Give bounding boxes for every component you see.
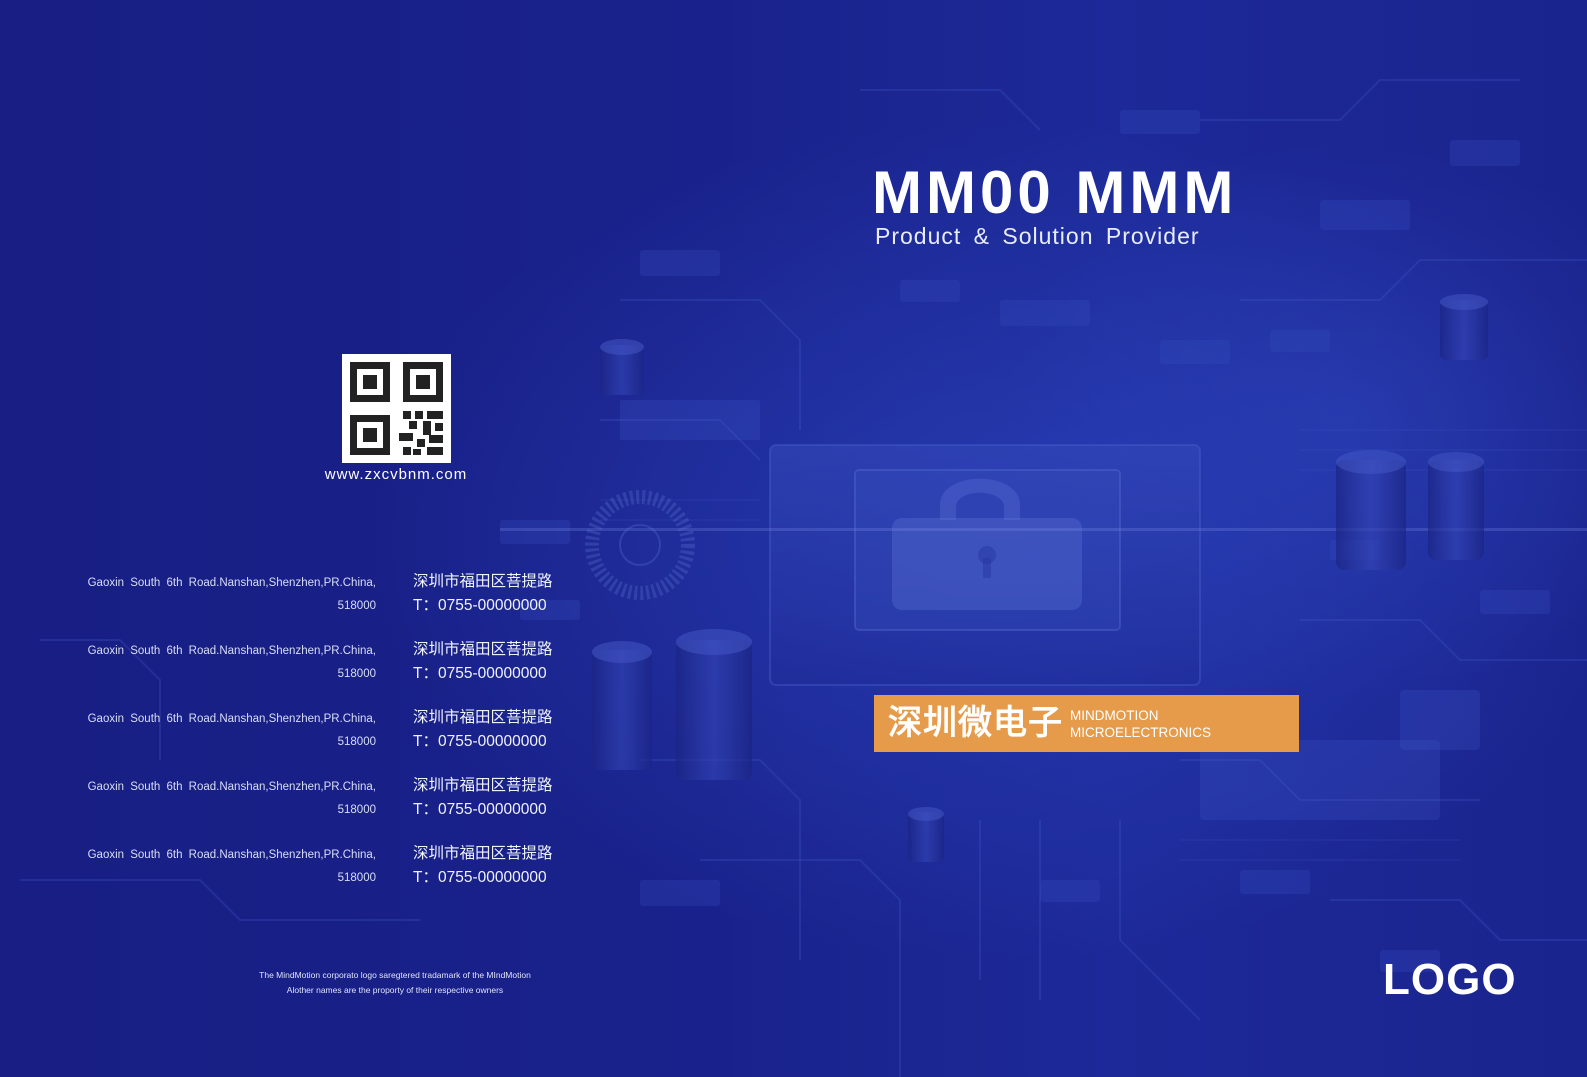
address-english-line: Gaoxin South 6th Road.Nanshan,Shenzhen,P… xyxy=(87,781,376,793)
logo: LOGO xyxy=(1383,955,1517,1004)
address-english-line: Gaoxin South 6th Road.Nanshan,Shenzhen,P… xyxy=(87,713,376,725)
company-name-chinese: 深圳微电子 xyxy=(888,704,1063,742)
address-english: Gaoxin South 6th Road.Nanshan,Shenzhen,P… xyxy=(60,572,376,618)
address-chinese-line: 深圳市福田区菩提路 xyxy=(413,573,553,590)
address-chinese-line: 深圳市福田区菩提路 xyxy=(413,777,553,794)
address-phone: T：0755-00000000 xyxy=(413,665,547,682)
address-item: Gaoxin South 6th Road.Nanshan,Shenzhen,P… xyxy=(0,844,600,894)
address-phone: T：0755-00000000 xyxy=(413,733,547,750)
website-link[interactable]: www.zxcvbnm.com xyxy=(324,466,468,483)
address-english-line: Gaoxin South 6th Road.Nanshan,Shenzhen,P… xyxy=(87,577,376,589)
address-chinese: 深圳市福田区菩提路 T：0755-00000000 xyxy=(413,774,553,822)
address-english: Gaoxin South 6th Road.Nanshan,Shenzhen,P… xyxy=(60,844,376,890)
address-item: Gaoxin South 6th Road.Nanshan,Shenzhen,P… xyxy=(0,776,600,826)
company-name-band: 深圳微电子 MINDMOTION MICROELECTRONICS xyxy=(874,695,1299,752)
trademark-line: The MindMotion corporato logo saregtered… xyxy=(259,970,531,980)
address-chinese-line: 深圳市福田区菩提路 xyxy=(413,709,553,726)
address-chinese: 深圳市福田区菩提路 T：0755-00000000 xyxy=(413,570,553,618)
company-name-english-line2: MICROELECTRONICS xyxy=(1070,725,1212,740)
address-item: Gaoxin South 6th Road.Nanshan,Shenzhen,P… xyxy=(0,640,600,690)
qr-code-icon[interactable] xyxy=(342,354,451,463)
address-english: Gaoxin South 6th Road.Nanshan,Shenzhen,P… xyxy=(60,776,376,822)
address-english-line: Gaoxin South 6th Road.Nanshan,Shenzhen,P… xyxy=(87,849,376,861)
address-item: Gaoxin South 6th Road.Nanshan,Shenzhen,P… xyxy=(0,572,600,622)
brand-title: MM00 MMM xyxy=(872,159,1238,226)
address-english-line: Gaoxin South 6th Road.Nanshan,Shenzhen,P… xyxy=(87,645,376,657)
address-english: Gaoxin South 6th Road.Nanshan,Shenzhen,P… xyxy=(60,640,376,686)
trademark-line: Alother names are the proporty of their … xyxy=(286,985,504,995)
address-item: Gaoxin South 6th Road.Nanshan,Shenzhen,P… xyxy=(0,708,600,758)
address-chinese-line: 深圳市福田区菩提路 xyxy=(413,641,553,658)
company-name-english: MINDMOTION MICROELECTRONICS xyxy=(1070,707,1211,741)
address-phone: T：0755-00000000 xyxy=(413,869,547,886)
address-chinese: 深圳市福田区菩提路 T：0755-00000000 xyxy=(413,706,553,754)
address-english-postcode: 518000 xyxy=(337,872,376,884)
company-name-english-line1: MINDMOTION xyxy=(1070,708,1159,723)
address-phone: T：0755-00000000 xyxy=(413,801,547,818)
address-english: Gaoxin South 6th Road.Nanshan,Shenzhen,P… xyxy=(60,708,376,754)
address-english-postcode: 518000 xyxy=(337,668,376,680)
address-english-postcode: 518000 xyxy=(337,736,376,748)
address-english-postcode: 518000 xyxy=(337,600,376,612)
address-phone: T：0755-00000000 xyxy=(413,597,547,614)
trademark-notice: The MindMotion corporato logo saregtered… xyxy=(200,968,590,998)
address-chinese: 深圳市福田区菩提路 T：0755-00000000 xyxy=(413,638,553,686)
address-chinese-line: 深圳市福田区菩提路 xyxy=(413,845,553,862)
address-english-postcode: 518000 xyxy=(337,804,376,816)
address-chinese: 深圳市福田区菩提路 T：0755-00000000 xyxy=(413,842,553,890)
brand-subtitle: Product & Solution Provider xyxy=(875,223,1200,249)
